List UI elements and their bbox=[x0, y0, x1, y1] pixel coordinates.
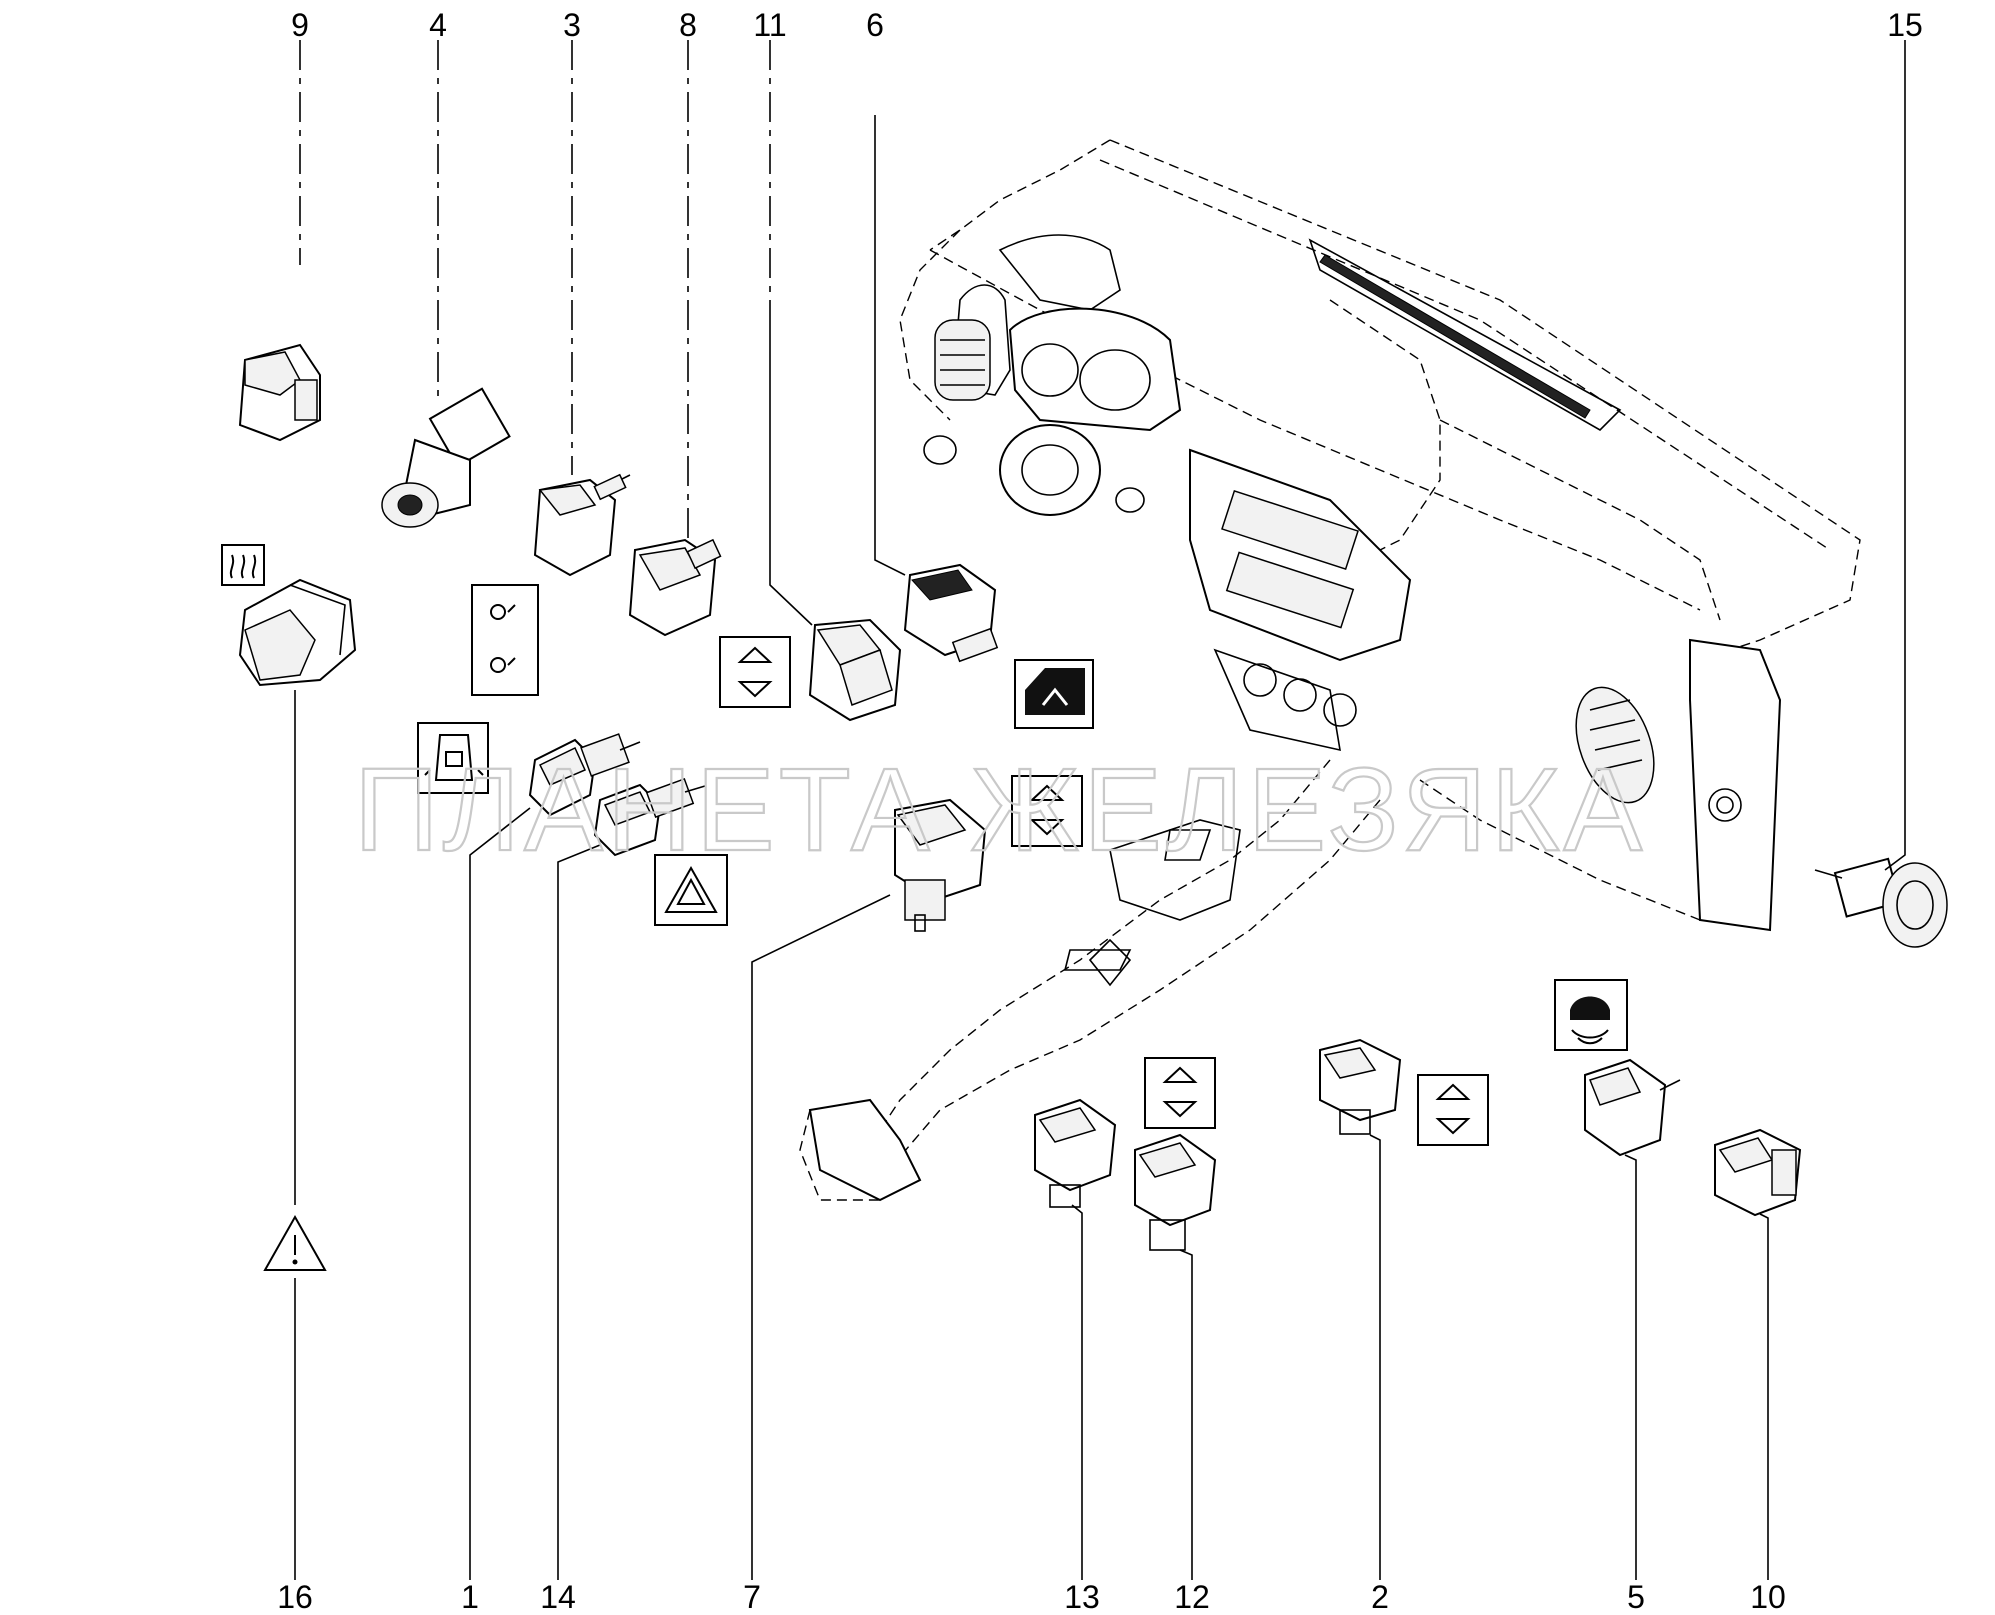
left-vent bbox=[934, 319, 991, 401]
switch-16 bbox=[238, 578, 357, 687]
switch-7 bbox=[894, 798, 987, 932]
dashboard-assembly bbox=[799, 139, 1861, 1202]
label-1: 1 bbox=[461, 1579, 479, 1615]
floor-console bbox=[799, 759, 1381, 1202]
position-numbers: 9 4 3 8 11 6 15 16 1 14 7 13 12 2 5 10 bbox=[277, 7, 1923, 1615]
label-16: 16 bbox=[277, 1579, 313, 1615]
up-down-arrows-icon-12 bbox=[1144, 1057, 1216, 1129]
fuel-lid-icon bbox=[471, 584, 539, 696]
watermark: ПЛАНЕТА ЖЕЛЕЗЯКА bbox=[354, 744, 1646, 876]
up-down-arrows-icon-2 bbox=[1417, 1074, 1489, 1146]
switch-11 bbox=[808, 618, 902, 722]
label-2: 2 bbox=[1371, 1579, 1389, 1615]
parking-sensor-icon bbox=[1554, 979, 1628, 1051]
warning-triangle-icon bbox=[263, 1214, 327, 1271]
label-10: 10 bbox=[1750, 1579, 1786, 1615]
label-6: 6 bbox=[866, 7, 884, 43]
switch-13 bbox=[1034, 1098, 1117, 1208]
switch-1 bbox=[528, 733, 641, 817]
right-vent bbox=[1419, 638, 1782, 932]
label-15: 15 bbox=[1887, 7, 1923, 43]
switch-6 bbox=[903, 563, 999, 663]
sunroof-icon bbox=[1014, 659, 1094, 729]
label-3: 3 bbox=[563, 7, 581, 43]
label-5: 5 bbox=[1627, 1579, 1645, 1615]
instrument-cluster bbox=[1008, 307, 1182, 432]
label-7: 7 bbox=[743, 1579, 761, 1615]
switch-2 bbox=[1319, 1038, 1402, 1135]
label-8: 8 bbox=[679, 7, 697, 43]
up-down-arrows-icon-11 bbox=[719, 636, 791, 708]
switch-3 bbox=[533, 473, 631, 577]
switch-10 bbox=[1714, 1128, 1802, 1217]
heated-windshield-icon bbox=[221, 544, 265, 586]
door-lock-icon bbox=[417, 722, 489, 794]
switch-5 bbox=[1584, 1058, 1681, 1157]
label-4: 4 bbox=[429, 7, 447, 43]
label-11: 11 bbox=[753, 7, 786, 43]
center-console bbox=[1189, 448, 1412, 752]
label-14: 14 bbox=[540, 1579, 576, 1615]
steering-column bbox=[923, 424, 1145, 516]
up-down-arrows-icon-7 bbox=[1011, 775, 1083, 847]
switch-12 bbox=[1134, 1133, 1217, 1251]
label-13: 13 bbox=[1064, 1579, 1100, 1615]
switch-4 bbox=[381, 387, 511, 528]
switch-9 bbox=[238, 343, 321, 442]
hazard-triangle-icon bbox=[654, 854, 728, 926]
label-9: 9 bbox=[291, 7, 309, 43]
switch-8 bbox=[628, 538, 722, 637]
label-12: 12 bbox=[1174, 1579, 1210, 1615]
leader-lines bbox=[294, 40, 1906, 1580]
switch-15 bbox=[1814, 857, 1948, 948]
switch-14 bbox=[593, 777, 706, 857]
